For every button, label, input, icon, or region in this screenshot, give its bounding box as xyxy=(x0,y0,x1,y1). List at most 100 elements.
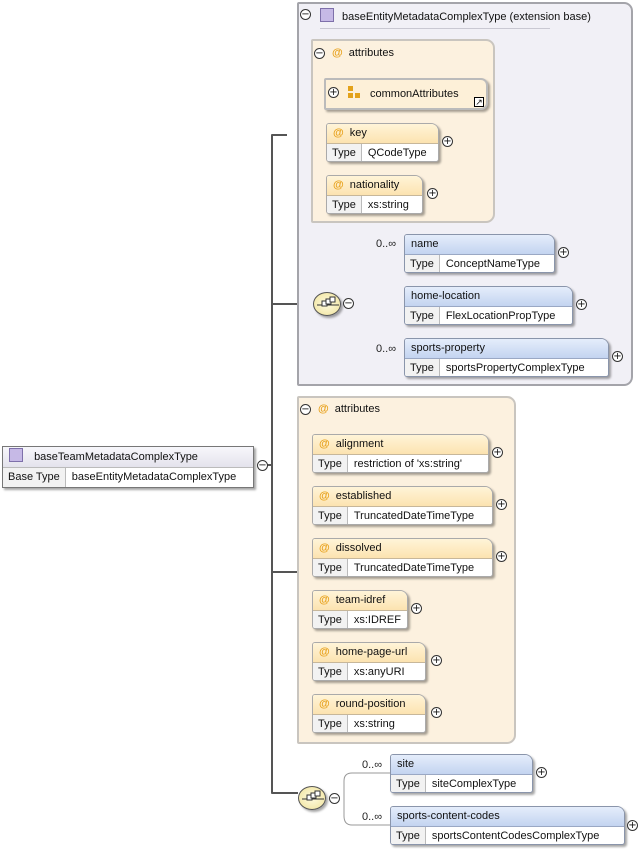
attribute-group-name: commonAttributes xyxy=(370,88,459,100)
base-type-label: Base Type xyxy=(3,468,66,487)
attribute-team-idref-type: xs:IDREF xyxy=(353,614,401,626)
element-name-header: name xyxy=(405,235,554,255)
element-sports-content-codes-header: sports-content-codes xyxy=(391,807,624,827)
root-collapse-button[interactable]: − xyxy=(257,460,268,471)
type-label: Type xyxy=(313,611,348,628)
attribute-team-idref-name: team-idref xyxy=(335,594,386,606)
complex-type-icon xyxy=(9,448,23,462)
attribute-group-title: commonAttributes xyxy=(348,86,459,100)
root-type-box[interactable]: baseTeamMetadataComplexType Base Type ba… xyxy=(2,446,254,488)
attribute-key-name: key xyxy=(349,127,367,139)
attribute-key-type: QCodeType xyxy=(367,147,427,159)
attribute-icon: @ xyxy=(333,127,344,139)
attribute-team-idref-expand-button[interactable]: + xyxy=(411,603,422,614)
extension-attributes-title: @attributes xyxy=(332,47,394,59)
attribute-icon: @ xyxy=(319,594,330,606)
attribute-dissolved-type: TruncatedDateTimeType xyxy=(353,562,475,574)
attribute-group-expand-button[interactable]: + xyxy=(328,87,339,98)
element-sports-property-expand-button[interactable]: + xyxy=(612,351,623,362)
attribute-icon: @ xyxy=(332,47,343,59)
attribute-alignment-expand-button[interactable]: + xyxy=(492,447,503,458)
element-sports-content-codes[interactable]: sports-content-codes Type sportsContentCo… xyxy=(390,806,625,845)
element-name-type: ConceptNameType xyxy=(445,258,541,270)
sequence-collapse-button[interactable]: − xyxy=(343,298,354,309)
attribute-dissolved-name: dissolved xyxy=(335,542,382,554)
attribute-round-position-header: @round-position xyxy=(313,695,425,715)
element-sports-content-codes-expand-button[interactable]: + xyxy=(627,820,638,831)
attribute-key-expand-button[interactable]: + xyxy=(442,136,453,147)
attribute-home-page-url-expand-button[interactable]: + xyxy=(431,655,442,666)
element-site-occurrence: 0..∞ xyxy=(362,759,383,771)
element-home-location-expand-button[interactable]: + xyxy=(576,299,587,310)
sequence-collapse-button[interactable]: − xyxy=(329,793,340,804)
complex-type-icon xyxy=(320,8,334,22)
attribute-key[interactable]: @ key Type QCodeType xyxy=(326,123,439,162)
element-name-expand-button[interactable]: + xyxy=(558,247,569,258)
attribute-nationality-type-row: Type xs:string xyxy=(327,196,422,213)
attribute-alignment-name: alignment xyxy=(335,438,384,450)
attributes-title: @attributes xyxy=(318,403,380,415)
element-sports-content-codes-type: sportsContentCodesComplexType xyxy=(431,830,600,842)
attribute-key-type-row: Type QCodeType xyxy=(327,144,438,161)
attribute-established-type-row: Type TruncatedDateTimeType xyxy=(313,507,492,524)
type-label: Type xyxy=(405,359,440,376)
element-sports-content-codes-label: sports-content-codes xyxy=(397,810,500,822)
root-type-name: baseTeamMetadataComplexType xyxy=(34,451,198,463)
base-type-value: baseEntityMetadataComplexType xyxy=(71,471,237,483)
extension-collapse-button[interactable]: − xyxy=(300,9,311,20)
element-sports-property-occurrence: 0..∞ xyxy=(376,343,397,355)
element-sports-content-codes-type-row: Type sportsContentCodesComplexType xyxy=(391,827,624,844)
attribute-dissolved-header: @dissolved xyxy=(313,539,492,559)
attribute-nationality-expand-button[interactable]: + xyxy=(427,188,438,199)
type-label: Type xyxy=(405,307,440,324)
type-label: Type xyxy=(313,715,348,732)
element-sports-content-codes-occurrence: 0..∞ xyxy=(362,811,383,823)
element-site-label: site xyxy=(397,758,415,770)
attribute-alignment-type: restriction of 'xs:string' xyxy=(353,458,462,470)
sequence-compositor-icon[interactable] xyxy=(313,292,341,316)
attribute-nationality-name: nationality xyxy=(349,179,400,191)
type-label: Type xyxy=(313,663,348,680)
type-label: Type xyxy=(313,507,348,524)
element-site-header: site xyxy=(391,755,532,775)
attribute-round-position-name: round-position xyxy=(335,698,406,710)
element-sports-property-header: sports-property xyxy=(405,339,608,359)
extension-title-row: baseEntityMetadataComplexType (extension… xyxy=(320,8,591,23)
element-name-label: name xyxy=(411,238,439,250)
attribute-key-header: @ key xyxy=(327,124,438,144)
sequence-glyph xyxy=(317,296,339,307)
element-home-location-type: FlexLocationPropType xyxy=(445,310,556,322)
reference-link-icon[interactable]: ↗ xyxy=(474,97,484,107)
attributes-collapse-button[interactable]: − xyxy=(300,404,311,415)
element-site-type: siteComplexType xyxy=(431,778,517,790)
attribute-group-icon xyxy=(348,86,362,100)
attribute-round-position-expand-button[interactable]: + xyxy=(431,707,442,718)
attribute-team-idref[interactable]: @ team-idref Type xs:IDREF xyxy=(312,590,408,629)
sequence-compositor-icon[interactable] xyxy=(298,786,326,810)
attribute-nationality-type: xs:string xyxy=(367,199,409,211)
element-site-expand-button[interactable]: + xyxy=(536,767,547,778)
extension-title-separator xyxy=(320,28,550,29)
attribute-established-type: TruncatedDateTimeType xyxy=(353,510,475,522)
attribute-established-expand-button[interactable]: + xyxy=(496,499,507,510)
attribute-dissolved-expand-button[interactable]: + xyxy=(496,551,507,562)
type-label: Type xyxy=(327,196,362,213)
type-label: Type xyxy=(391,827,426,844)
attribute-team-idref-type-row: Type xs:IDREF xyxy=(313,611,407,628)
type-label: Type xyxy=(327,144,362,161)
extension-attributes-collapse-button[interactable]: − xyxy=(314,48,325,59)
